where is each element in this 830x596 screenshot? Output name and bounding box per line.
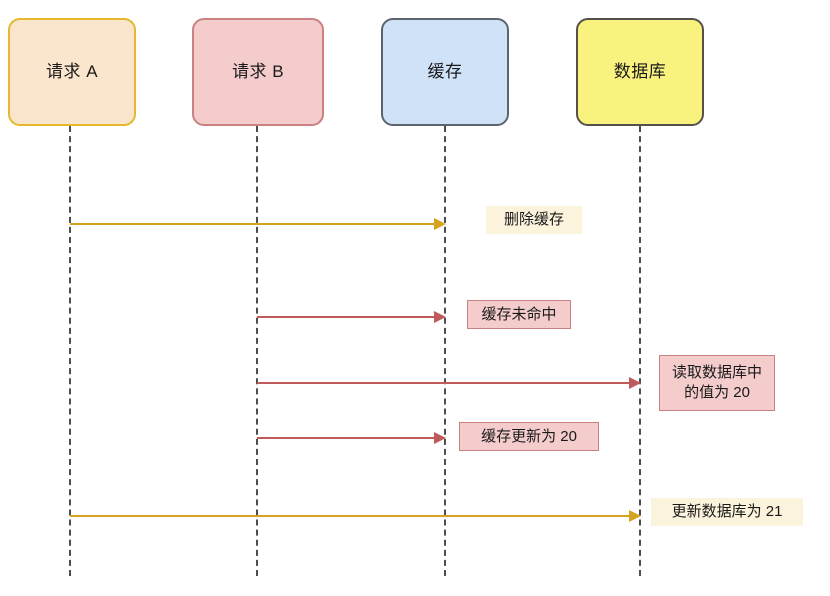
participant-request-b[interactable]: 请求 B [192, 18, 324, 126]
arrow-head-icon-msg-read-db-value [629, 377, 641, 389]
lifeline-cache [444, 126, 446, 576]
message-label-msg-update-db-21[interactable]: 更新数据库为 21 [651, 498, 803, 526]
message-label-msg-read-db-value[interactable]: 读取数据库中 的值为 20 [659, 355, 775, 411]
lifeline-request-a [69, 126, 71, 576]
arrow-head-icon-msg-update-db-21 [629, 510, 641, 522]
participant-label: 数据库 [613, 61, 667, 81]
lifeline-database [639, 126, 641, 576]
message-label-msg-delete-cache[interactable]: 删除缓存 [486, 206, 582, 234]
participant-label: 请求 A [45, 61, 99, 81]
message-label-msg-cache-miss[interactable]: 缓存未命中 [467, 300, 571, 329]
lifeline-request-b [256, 126, 258, 576]
message-line-msg-cache-miss[interactable] [257, 316, 435, 318]
message-line-msg-read-db-value[interactable] [257, 382, 630, 384]
participant-request-a[interactable]: 请求 A [8, 18, 136, 126]
message-line-msg-cache-update-20[interactable] [257, 437, 435, 439]
arrow-head-icon-msg-cache-miss [434, 311, 446, 323]
message-label-msg-cache-update-20[interactable]: 缓存更新为 20 [459, 422, 599, 451]
message-line-msg-delete-cache[interactable] [70, 223, 435, 225]
participant-label: 请求 B [231, 61, 285, 81]
arrow-head-icon-msg-cache-update-20 [434, 432, 446, 444]
participant-label: 缓存 [427, 61, 463, 81]
message-line-msg-update-db-21[interactable] [70, 515, 630, 517]
participant-database[interactable]: 数据库 [576, 18, 704, 126]
arrow-head-icon-msg-delete-cache [434, 218, 446, 230]
participant-cache[interactable]: 缓存 [381, 18, 509, 126]
